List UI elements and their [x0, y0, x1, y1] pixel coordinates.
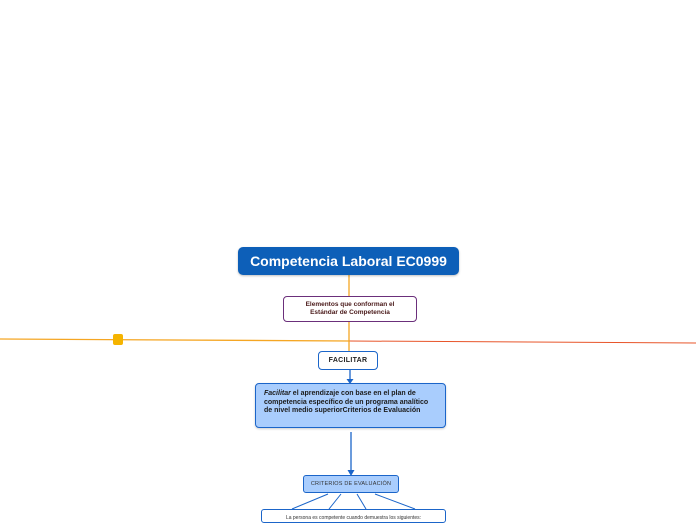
- elements-topic-line2: Estándar de Competencia: [310, 309, 390, 316]
- description-text: el aprendizaje con base en el plan de co…: [264, 390, 429, 414]
- facilitar-topic[interactable]: FACILITAR: [318, 351, 378, 370]
- criterios-topic[interactable]: CRITERIOS DE EVALUACIÓN: [303, 475, 399, 493]
- persona-topic[interactable]: La persona es competente cuando demuestr…: [261, 509, 446, 523]
- facilitar-description-topic[interactable]: Facilitar el aprendizaje con base en el …: [255, 383, 446, 428]
- facilitar-topic-label: FACILITAR: [328, 357, 368, 364]
- fan-line-1: [291, 493, 329, 510]
- left-branch-line: [0, 338, 350, 342]
- fan-line-3: [356, 493, 367, 510]
- fan-line-4: [374, 493, 416, 510]
- elements-topic[interactable]: Elementos que conforman el Estándar de C…: [283, 296, 417, 322]
- right-branch-line: [348, 340, 696, 344]
- description-emphasis: Facilitar: [264, 390, 291, 397]
- criterios-topic-label: CRITERIOS DE EVALUACIÓN: [310, 481, 392, 487]
- elements-topic-line1: Elementos que conforman el: [305, 301, 395, 308]
- root-topic-label: Competencia Laboral EC0999: [250, 253, 447, 269]
- collapse-marker[interactable]: [113, 334, 123, 345]
- desc-to-criterios-arrow: [347, 470, 355, 476]
- root-topic[interactable]: Competencia Laboral EC0999: [238, 247, 459, 275]
- persona-topic-label: La persona es competente cuando demuestr…: [285, 515, 422, 521]
- facilitar-to-desc-arrow: [346, 379, 354, 384]
- fan-line-2: [328, 493, 342, 510]
